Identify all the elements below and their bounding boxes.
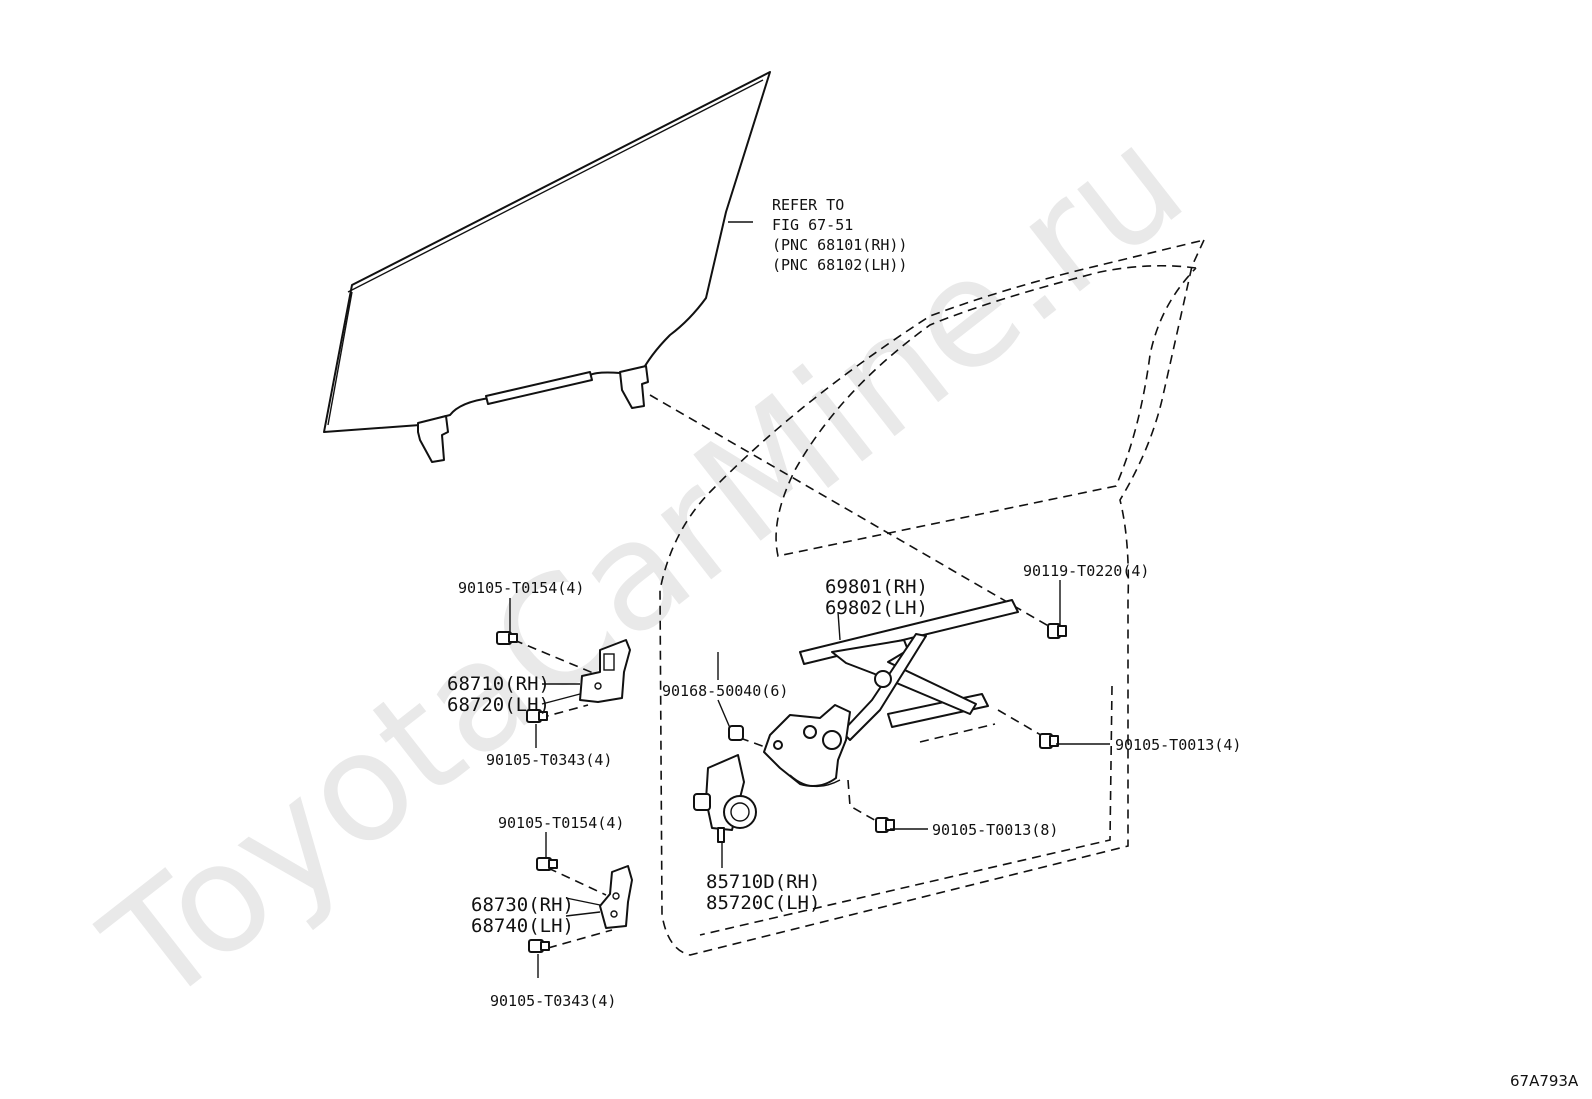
door-frame-outline [659,238,1206,956]
bolt-icon [528,939,550,953]
bolt-gear-label: 90105-T0013(8) [932,821,1058,839]
bolt-icon [536,857,558,871]
bolt-icon [496,631,518,645]
upper-hinge [579,639,631,703]
window-regulator [763,599,1019,788]
bolt-icons [496,623,1067,953]
upper-hinge-lh-label: 68720(LH) [447,694,550,716]
upper-hinge-bolt-bottom-label: 90105-T0343(4) [486,751,612,769]
figure-code: 67A793A [1510,1072,1579,1090]
motor-rh-label: 85710D(RH) [706,871,820,893]
door-glass [323,71,771,463]
refer-note-line4: (PNC 68102(LH)) [772,256,907,274]
nut-90168-label: 90168-50040(6) [662,682,788,700]
bolt-icon [875,817,895,833]
nut-icon [728,725,744,741]
leader-lines [509,221,1110,978]
bolt-icon [526,709,548,723]
upper-hinge-bolt-top-label: 90105-T0154(4) [458,579,584,597]
refer-note-line3: (PNC 68101(RH)) [772,236,907,254]
bolt-90119-label: 90119-T0220(4) [1023,562,1149,580]
lower-hinge-rh-label: 68730(RH) [471,894,574,916]
motor-lh-label: 85720C(LH) [706,892,820,914]
lower-hinge-bolt-bottom-label: 90105-T0343(4) [490,992,616,1010]
bolt-lower-rail-label: 90105-T0013(4) [1115,736,1241,754]
lower-hinge-lh-label: 68740(LH) [471,915,574,937]
regulator-motor [693,754,757,843]
bolt-icon [1039,733,1059,749]
lower-hinge-bolt-top-label: 90105-T0154(4) [498,814,624,832]
regulator-lh-label: 69802(LH) [825,597,928,619]
part-labels: REFER TO FIG 67-51 (PNC 68101(RH)) (PNC … [447,196,1241,1010]
lower-hinge [599,865,633,929]
bolt-icon [1047,623,1067,639]
upper-hinge-rh-label: 68710(RH) [447,673,550,695]
refer-note-line2: FIG 67-51 [772,216,853,234]
regulator-rh-label: 69801(RH) [825,576,928,598]
refer-note-line1: REFER TO [772,196,844,214]
